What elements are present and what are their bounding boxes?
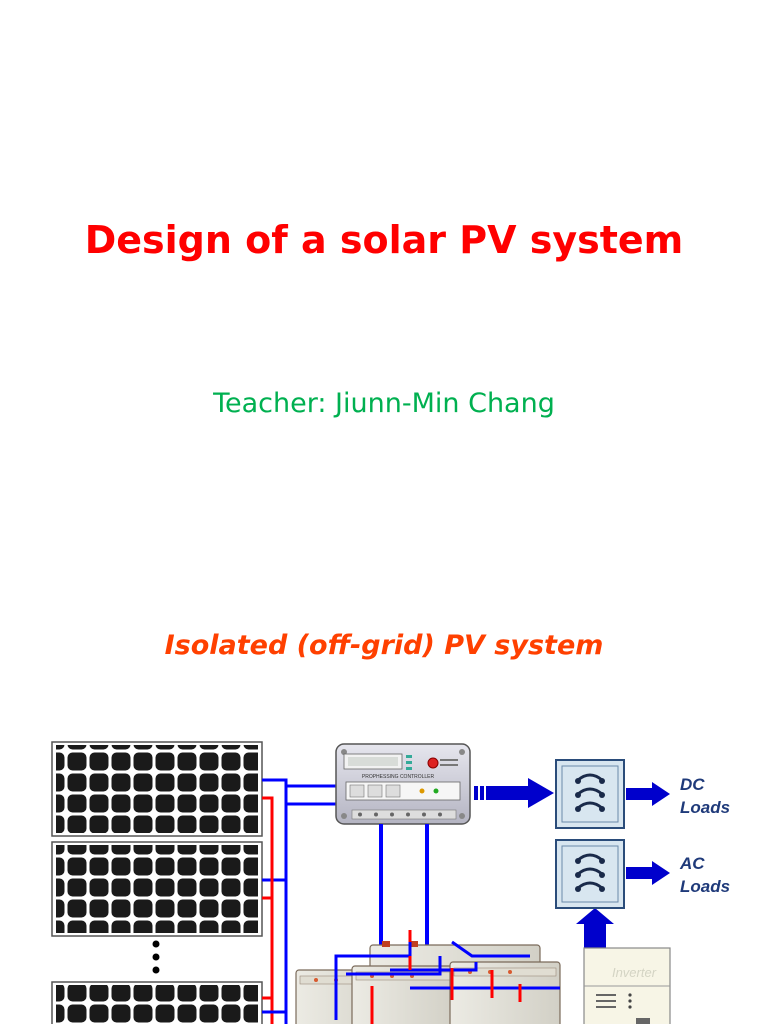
dc-loads-label-line1: DC <box>680 775 705 794</box>
arrow-inverter-to-ac-loads <box>576 908 614 948</box>
panel-wiring <box>262 778 338 1024</box>
arrow-to-ac-loads-label <box>626 861 670 885</box>
controller-name: PROPHESSING CONTROLLER <box>362 774 435 780</box>
arrow-controller-to-dc-loads <box>474 778 554 808</box>
inverter-label: Inverter <box>612 965 657 980</box>
charge-controller: PROPHESSING CONTROLLER <box>335 743 471 825</box>
solar-panel-2 <box>51 841 263 937</box>
arrow-to-dc-loads-label <box>626 782 670 806</box>
slide-subtitle: Teacher: Jiunn-Min Chang <box>213 388 555 419</box>
more-panels-ellipsis <box>152 940 160 974</box>
section-title: Isolated (off-grid) PV system <box>164 630 604 661</box>
pv-system-diagram: PROPHESSING CONTROLLER <box>0 730 768 1029</box>
slide-title: Design of a solar PV system <box>84 218 684 262</box>
battery-bank <box>295 941 561 1029</box>
solar-panel-1 <box>51 741 263 837</box>
ac-loads-label-line2: Loads <box>680 877 730 896</box>
dc-loads-label-line2: Loads <box>680 798 730 817</box>
inverter: Inverter <box>583 947 671 1029</box>
battery-wiring <box>334 930 560 1024</box>
ac-loads-box <box>555 839 625 909</box>
ac-loads-label-line1: AC <box>679 854 705 873</box>
controller-battery-wiring <box>379 824 429 955</box>
dc-loads-box <box>555 759 625 829</box>
pv-system-diagram-svg: PROPHESSING CONTROLLER <box>51 741 730 1029</box>
solar-panel-3 <box>51 981 263 1029</box>
